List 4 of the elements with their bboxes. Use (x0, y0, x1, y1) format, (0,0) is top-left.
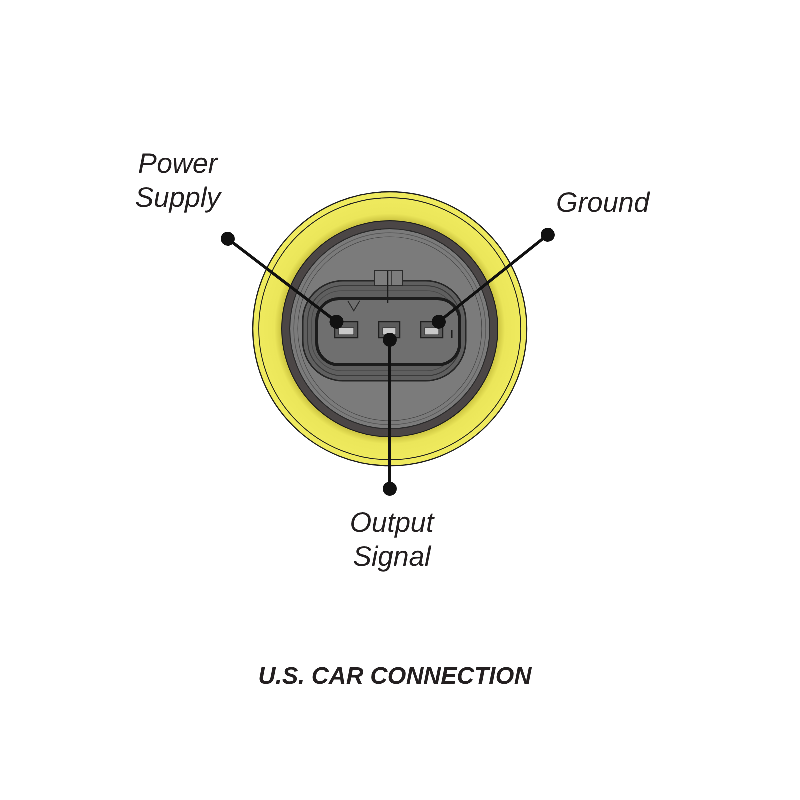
caption: U.S. CAR CONNECTION (258, 662, 532, 692)
pin-label: Ground (556, 186, 650, 220)
pin-label: Power Supply (135, 147, 221, 215)
pin-label: Output Signal (350, 506, 434, 574)
